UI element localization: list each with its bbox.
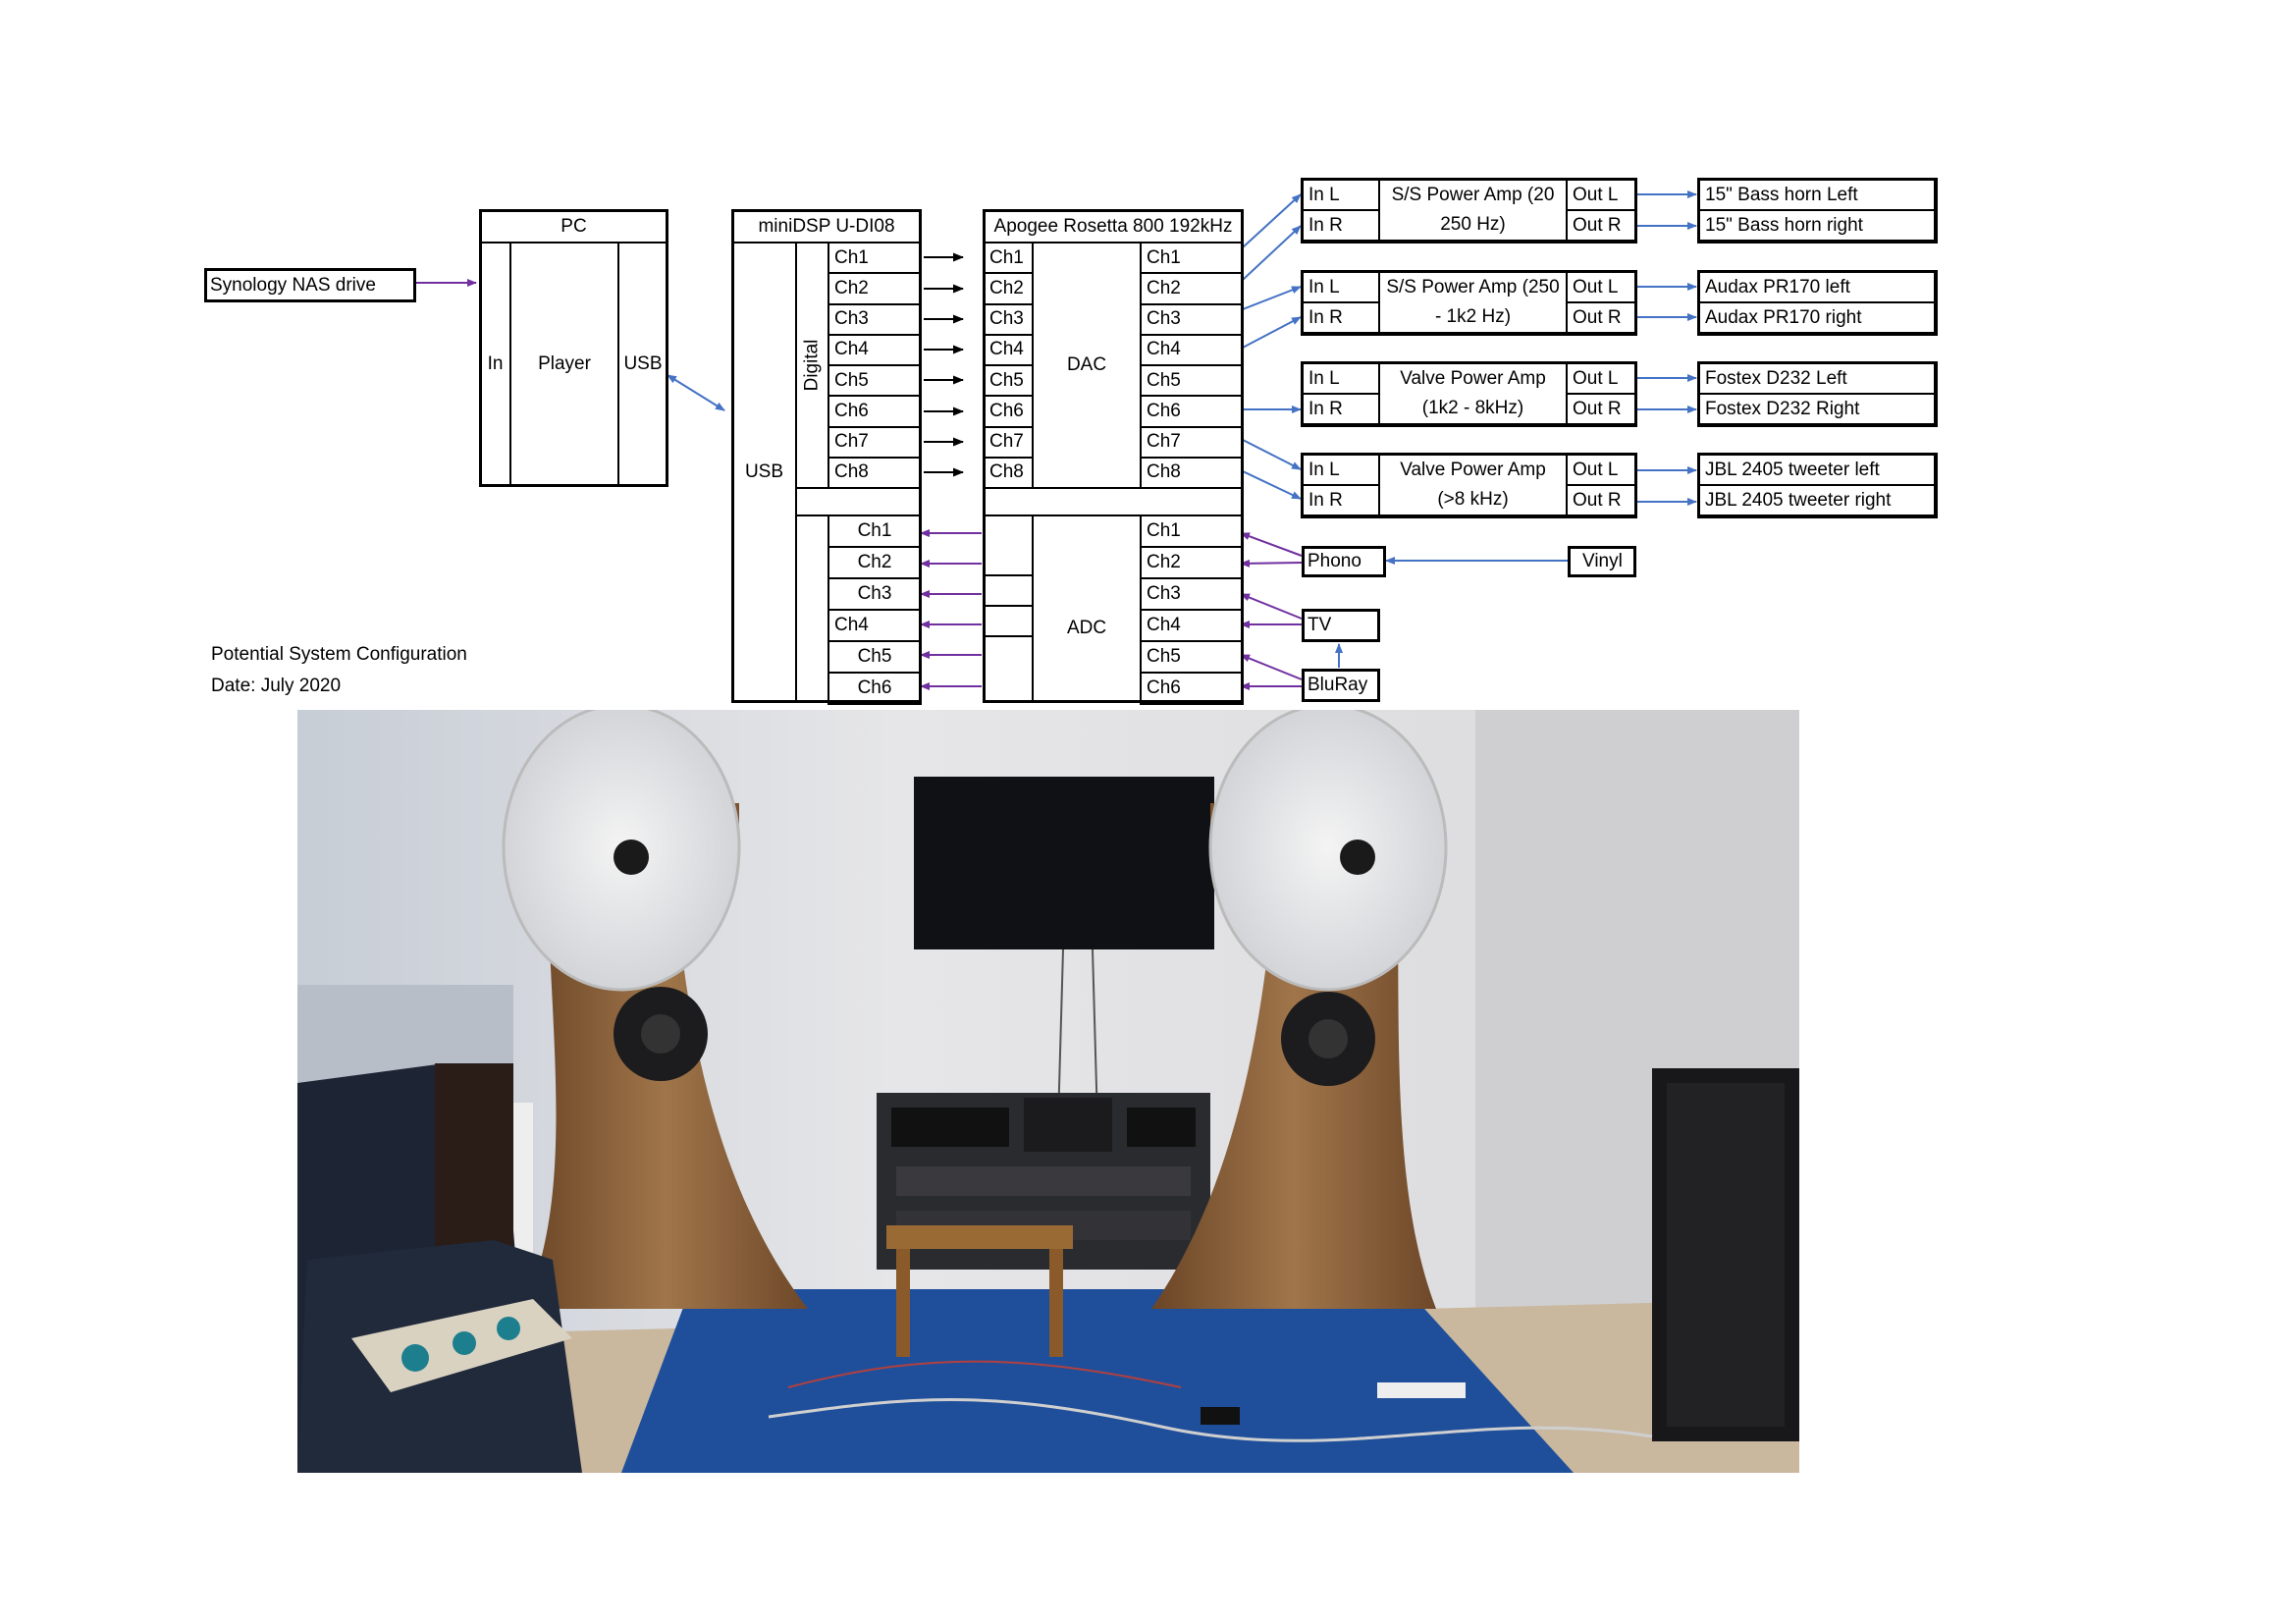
amp2-frame bbox=[1301, 270, 1637, 336]
minidsp-analog-in-ch5: Ch5 bbox=[828, 640, 922, 674]
vinyl-label: Vinyl bbox=[1582, 551, 1623, 571]
room-illustration bbox=[297, 710, 1799, 1473]
minidsp-spacer bbox=[795, 487, 922, 516]
caption-title: Potential System Configuration bbox=[211, 644, 467, 665]
nas-box bbox=[204, 268, 416, 302]
apogee-spacer bbox=[983, 487, 1244, 516]
minidsp-digital-label: Digital bbox=[801, 339, 823, 392]
minidsp-analog-in-ch4: Ch4 bbox=[828, 609, 922, 642]
dac-in-ch5: Ch5 bbox=[983, 364, 1034, 398]
speaker4-frame bbox=[1697, 453, 1938, 518]
apogee-title: Apogee Rosetta 800 192kHz bbox=[983, 209, 1244, 244]
dac-out-ch6: Ch6 bbox=[1140, 395, 1244, 428]
adc-in-ch1: Ch1 bbox=[1140, 514, 1244, 548]
dac-in-ch2: Ch2 bbox=[983, 272, 1034, 305]
amp4-frame bbox=[1301, 453, 1637, 518]
minidsp-digital-out-ch8: Ch8 bbox=[828, 456, 922, 489]
caption-date: Date: July 2020 bbox=[211, 676, 342, 696]
minidsp-digital-out-ch2: Ch2 bbox=[828, 272, 922, 305]
pc-player: Player bbox=[509, 242, 619, 487]
minidsp-digital-out-ch5: Ch5 bbox=[828, 364, 922, 398]
minidsp-digital-out-ch6: Ch6 bbox=[828, 395, 922, 428]
bluray-box bbox=[1302, 669, 1380, 702]
tv-box bbox=[1302, 609, 1380, 642]
pc-in-port: In bbox=[479, 242, 511, 487]
phono-box bbox=[1302, 546, 1386, 577]
minidsp-analog-in-ch1: Ch1 bbox=[828, 514, 922, 548]
dac-out-ch2: Ch2 bbox=[1140, 272, 1244, 305]
speaker1-frame bbox=[1697, 178, 1938, 244]
minidsp-digital-out-ch3: Ch3 bbox=[828, 302, 922, 336]
dac-in-ch1: Ch1 bbox=[983, 242, 1034, 275]
tv-label: TV bbox=[1308, 615, 1332, 635]
minidsp-title: miniDSP U-DI08 bbox=[731, 209, 922, 244]
adc-in-ch2: Ch2 bbox=[1140, 546, 1244, 579]
dac-out-ch1: Ch1 bbox=[1140, 242, 1244, 275]
dac-out-ch5: Ch5 bbox=[1140, 364, 1244, 398]
minidsp-digital-out-ch1: Ch1 bbox=[828, 242, 922, 275]
bluray-label: BluRay bbox=[1308, 675, 1368, 695]
phono-label: Phono bbox=[1308, 551, 1362, 571]
adc-in-ch6: Ch6 bbox=[1140, 672, 1244, 705]
speaker2-frame bbox=[1697, 270, 1938, 336]
minidsp-analog-in-ch6: Ch6 bbox=[828, 672, 922, 705]
dac-out-ch4: Ch4 bbox=[1140, 333, 1244, 366]
adc-left-cell-4 bbox=[983, 635, 1034, 703]
vinyl-box bbox=[1568, 546, 1636, 577]
pc-usb-port: USB bbox=[617, 242, 668, 487]
dac-in-ch8: Ch8 bbox=[983, 456, 1034, 489]
minidsp-usb: USB bbox=[731, 242, 797, 703]
amp3-frame bbox=[1301, 361, 1637, 427]
adc-left-cell-3 bbox=[983, 605, 1034, 637]
adc-in-ch4: Ch4 bbox=[1140, 609, 1244, 642]
nas-label: Synology NAS drive bbox=[210, 274, 376, 296]
pc-title: PC bbox=[479, 209, 668, 244]
minidsp-digital-section: Digital bbox=[795, 242, 829, 489]
dac-in-ch4: Ch4 bbox=[983, 333, 1034, 366]
amp1-frame bbox=[1301, 178, 1637, 244]
dac-out-ch3: Ch3 bbox=[1140, 302, 1244, 336]
minidsp-analog-in-ch2: Ch2 bbox=[828, 546, 922, 579]
minidsp-digital-out-ch7: Ch7 bbox=[828, 425, 922, 459]
dac-in-ch6: Ch6 bbox=[983, 395, 1034, 428]
adc-in-ch5: Ch5 bbox=[1140, 640, 1244, 674]
minidsp-analog-in-ch3: Ch3 bbox=[828, 577, 922, 611]
adc-label: ADC bbox=[1066, 618, 1107, 638]
minidsp-digital-out-ch4: Ch4 bbox=[828, 333, 922, 366]
adc-left-cell-2 bbox=[983, 574, 1034, 607]
dac-out-ch7: Ch7 bbox=[1140, 425, 1244, 459]
dac-in-ch3: Ch3 bbox=[983, 302, 1034, 336]
adc-left-cell-1 bbox=[983, 514, 1034, 576]
dac-out-ch8: Ch8 bbox=[1140, 456, 1244, 489]
dac-in-ch7: Ch7 bbox=[983, 425, 1034, 459]
adc-in-ch3: Ch3 bbox=[1140, 577, 1244, 611]
listening-room-photo bbox=[297, 710, 1799, 1473]
adc-block: ADC bbox=[1032, 514, 1142, 703]
speaker3-frame bbox=[1697, 361, 1938, 427]
dac-block: DAC bbox=[1032, 242, 1142, 489]
